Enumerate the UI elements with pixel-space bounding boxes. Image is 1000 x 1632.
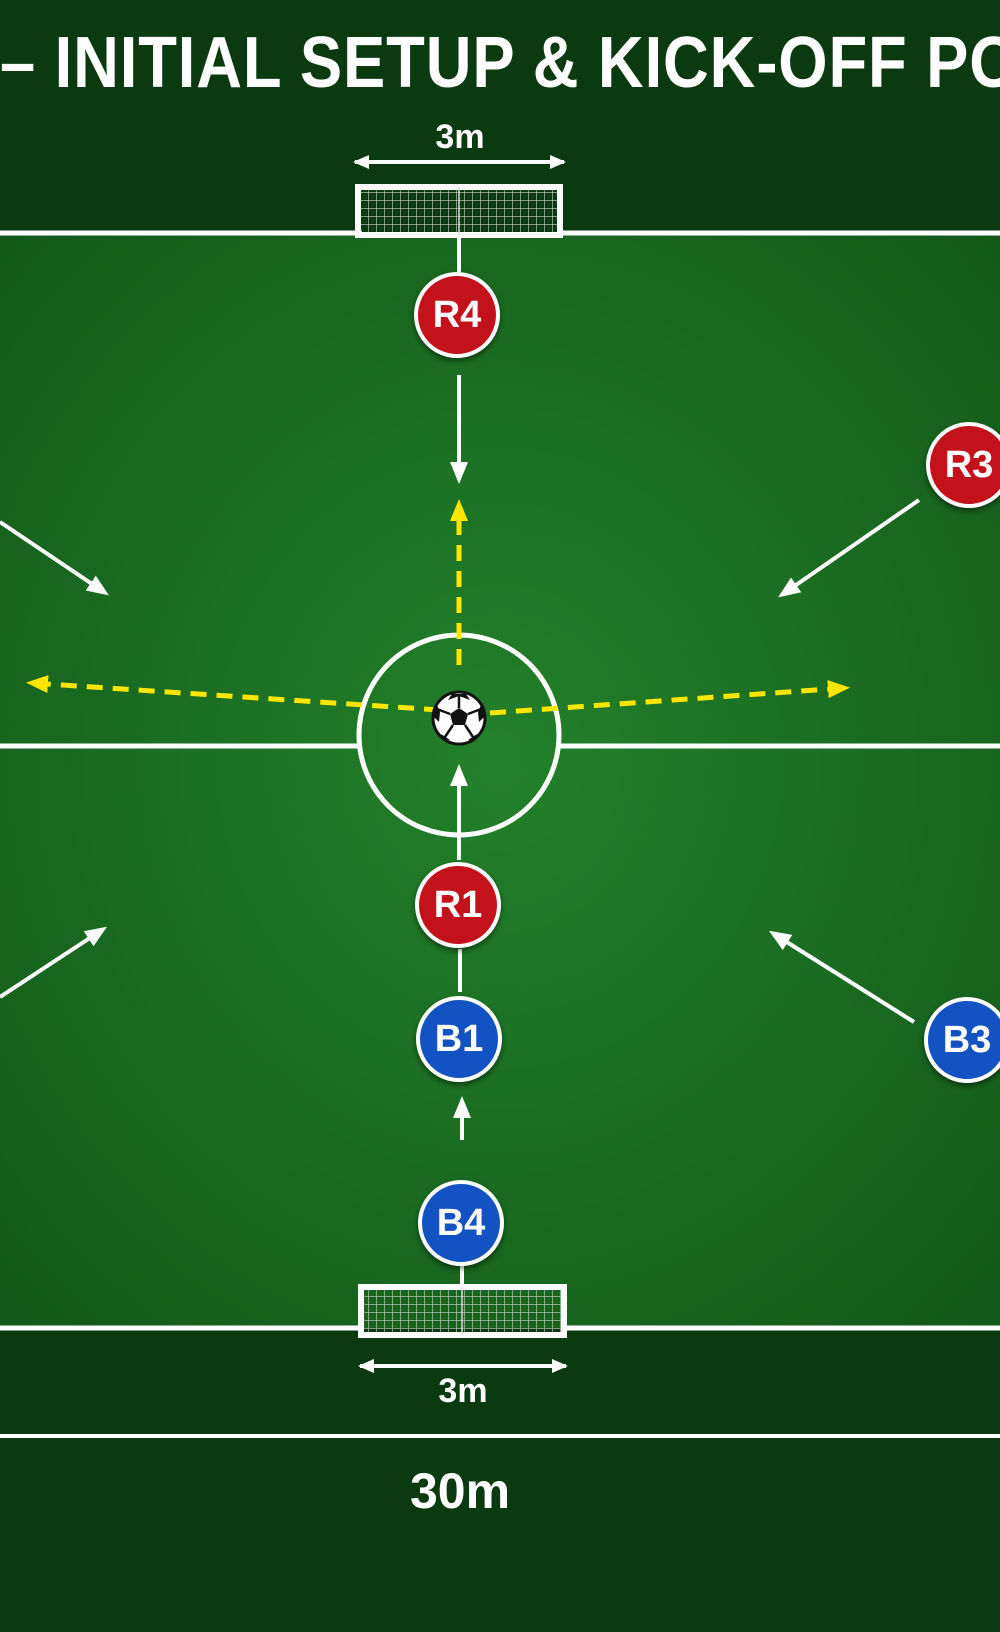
- soccer-ball-icon: [431, 690, 487, 746]
- player-b1[interactable]: B1: [416, 996, 502, 1082]
- pass-arrow-right-icon: [489, 680, 850, 716]
- left-top-movement-arrow-icon: [0, 520, 109, 596]
- r3-movement-arrow-icon: [778, 498, 921, 598]
- pitch-width-label: 30m: [409, 1463, 511, 1519]
- left-bottom-movement-arrow-icon: [0, 926, 108, 999]
- bottom-goal-width-label: 3m: [438, 1372, 488, 1410]
- player-r1[interactable]: R1: [415, 862, 501, 948]
- bottom-goal-net-icon: [358, 1284, 567, 1338]
- top-goal-width-label: 3m: [435, 118, 485, 156]
- pitch-surface: [0, 233, 1000, 1328]
- top-goal-net-icon: [355, 184, 563, 238]
- page-title: – INITIAL SETUP & KICK-OFF POS: [0, 23, 1000, 103]
- pass-arrow-left-icon: [26, 675, 441, 713]
- player-b4[interactable]: B4: [418, 1180, 504, 1266]
- player-r3[interactable]: R3: [926, 422, 1000, 508]
- player-r4[interactable]: R4: [414, 272, 500, 358]
- player-b3[interactable]: B3: [924, 997, 1000, 1083]
- b3-movement-arrow-icon: [768, 930, 916, 1024]
